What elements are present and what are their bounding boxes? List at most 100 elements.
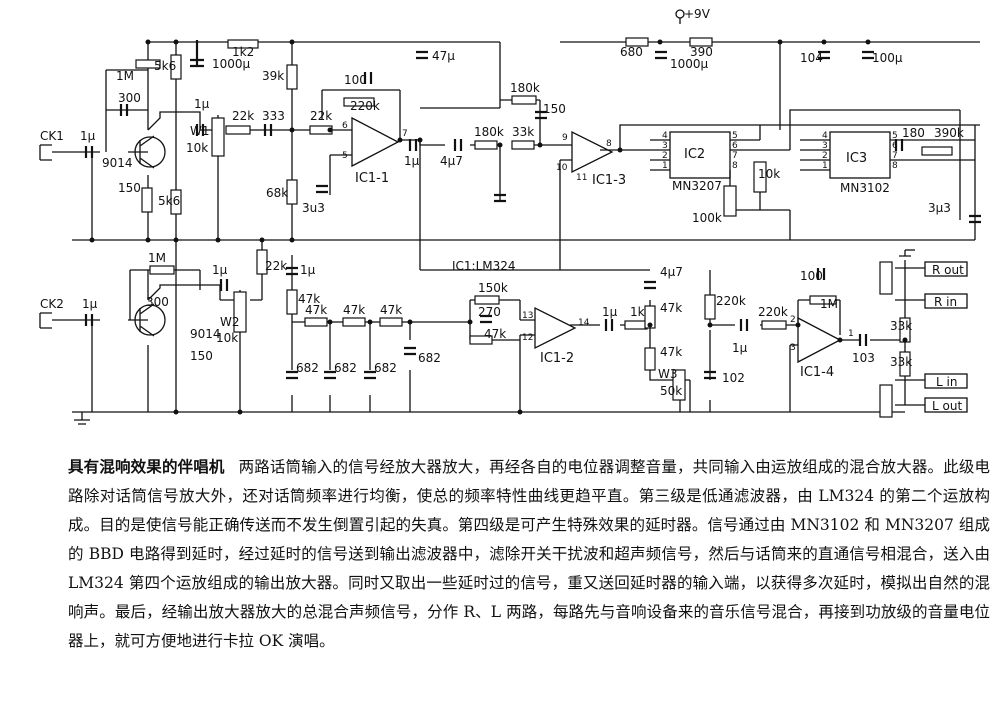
label-r47k-b: 47k [305, 303, 327, 317]
label-ic2-pin8: 8 [732, 161, 738, 171]
label-rin: R in [934, 295, 957, 309]
label-c1u-in2: 1μ [82, 297, 98, 311]
label-r47k-d: 47k [380, 303, 402, 317]
label-r100k: 100k [692, 211, 722, 225]
opamp-ic1-3 [571, 130, 614, 174]
label-c682-d: 682 [418, 351, 441, 365]
label-pin8: 8 [606, 139, 612, 149]
rin-box [924, 293, 968, 309]
label-c682-c: 682 [374, 361, 397, 375]
label-r5k6-b: 5k6 [158, 194, 180, 208]
label-r47k-a: 47k [298, 292, 320, 306]
label-ck2: CK2 [40, 297, 64, 311]
label-r390k: 390k [934, 126, 964, 140]
label-r220k-a: 220k [350, 99, 380, 113]
label-ic2-pin6: 6 [732, 141, 738, 151]
label-ic3-pin3: 3 [822, 141, 828, 151]
label-c100-b: 100 [800, 269, 823, 283]
label-c1u-in1: 1μ [80, 129, 96, 143]
label-c300-b: 300 [146, 295, 169, 309]
label-r22k-a: 22k [232, 109, 254, 123]
label-ic2-pin1: 1 [662, 161, 668, 171]
label-r150k: 150k [478, 281, 508, 295]
label-c103: 103 [852, 351, 875, 365]
label-w1: W1 [190, 124, 210, 138]
label-r22k-c: 22k [310, 109, 332, 123]
label-pin10: 10 [556, 163, 568, 173]
lout-box [924, 397, 968, 413]
label-r47k-f: 47k [484, 327, 506, 341]
label-c100-a: 100 [344, 73, 367, 87]
label-pin2: 2 [790, 315, 796, 325]
opamp-ic1-2 [534, 306, 577, 350]
label-ic2-pin2: 2 [662, 151, 668, 161]
label-r220k-b: 220k [716, 294, 746, 308]
label-c1u-o1: 1μ [404, 154, 420, 168]
label-c1u-w2: 1μ [212, 263, 228, 277]
label-ic2-pin4: 4 [662, 131, 668, 141]
ic2-box [669, 131, 731, 179]
label-r10k: 10k [758, 167, 780, 181]
description-body: 两路话筒输入的信号经放大器放大，再经各自的电位器调整音量，共同输入由运放组成的混… [68, 458, 990, 650]
label-r47k-c: 47k [343, 303, 365, 317]
opamp-ic1-1 [351, 116, 400, 168]
label-r150-a: 150 [118, 181, 141, 195]
label-ic2-part: MN3207 [672, 179, 722, 193]
label-ic1-4: IC1-4 [800, 365, 834, 380]
label-c682-b: 682 [334, 361, 357, 375]
label-r1k: 1k [630, 305, 645, 319]
label-ck1: CK1 [40, 129, 64, 143]
lin-box [924, 373, 968, 389]
label-r39k: 39k [262, 69, 284, 83]
label-r22k-b: 22k [265, 259, 287, 273]
label-r5k6-a: 5k6 [154, 59, 176, 73]
label-c1u-w1: 1μ [194, 97, 210, 111]
label-c100u: 100μ [872, 51, 903, 65]
label-c1u-f: 1μ [300, 263, 316, 277]
jack-ck1 [39, 144, 52, 161]
label-q2: 9014 [190, 327, 221, 341]
label-ic3-pin5: 5 [892, 131, 898, 141]
label-r47k-h: 47k [660, 345, 682, 359]
label-r1m-a: 1M [116, 69, 134, 83]
labels: CK1 CK2 1μ 1μ 1M 300 9014 150 5k6 5k6 1k… [40, 7, 964, 413]
transistor-q2 [134, 304, 166, 336]
label-ic1-3: IC1-3 [592, 173, 626, 188]
label-lin: L in [936, 375, 957, 389]
label-pin1: 1 [848, 329, 854, 339]
label-c102: 102 [722, 371, 745, 385]
label-pin5: 5 [342, 151, 348, 161]
label-c4u7-b: 4μ7 [660, 265, 683, 279]
components [39, 9, 981, 425]
label-ic3: IC3 [846, 151, 867, 166]
label-w2: W2 [220, 315, 240, 329]
label-pin11: 11 [576, 173, 587, 183]
label-ic3-pin7: 7 [892, 151, 898, 161]
label-pin3: 3 [790, 343, 796, 353]
opamp-ic1-4 [797, 316, 842, 364]
label-r47k-g: 47k [660, 301, 682, 315]
label-c1u-o2: 1μ [602, 305, 618, 319]
label-c3u3-a: 3u3 [302, 201, 325, 215]
label-ic2-pin7: 7 [732, 151, 738, 161]
label-ic2-pin5: 5 [732, 131, 738, 141]
label-r1k2: 1k2 [232, 45, 254, 59]
label-c682-a: 682 [296, 361, 319, 375]
label-c4u7-a: 4μ7 [440, 154, 463, 168]
label-c150: 150 [543, 102, 566, 116]
label-w2v: 10k [216, 331, 238, 345]
label-ic1-1: IC1-1 [355, 171, 389, 186]
label-ic3-pin1: 1 [822, 161, 828, 171]
label-ic2-pin3: 3 [662, 141, 668, 151]
label-ic3-pin6: 6 [892, 141, 898, 151]
karaoke-reverb-schematic: CK1 CK2 1μ 1μ 1M 300 9014 150 5k6 5k6 1k… [39, 7, 981, 425]
label-ic3-pin4: 4 [822, 131, 828, 141]
jack-ck2 [39, 312, 52, 329]
label-r180: 180 [902, 126, 925, 140]
label-c1u-o4: 1μ [732, 341, 748, 355]
label-c300-a: 300 [118, 91, 141, 105]
label-w3: W3 [658, 367, 678, 381]
label-ic3-pin8: 8 [892, 161, 898, 171]
label-r33k-a: 33k [512, 125, 534, 139]
label-c3u3-b: 3μ3 [928, 201, 951, 215]
